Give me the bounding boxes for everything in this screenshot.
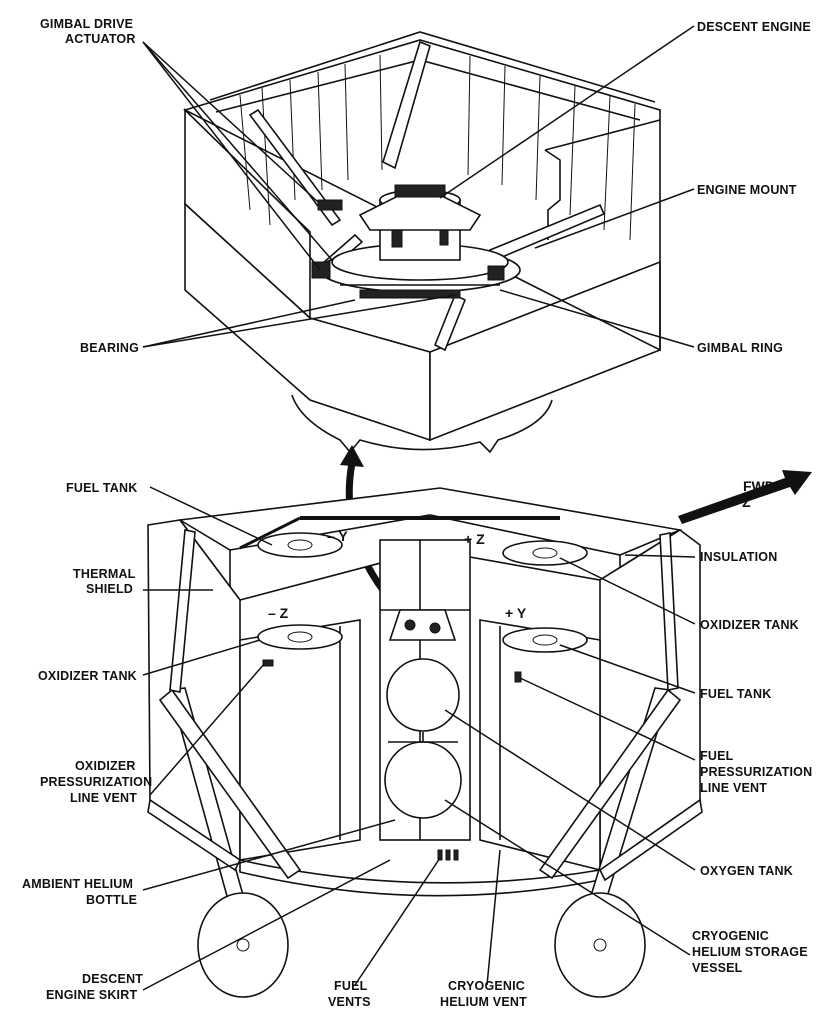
label-ambient-helium-line1: AMBIENT HELIUM xyxy=(22,877,133,891)
label-thermal-shield-line1: THERMAL xyxy=(73,567,136,581)
label-cryo-vent-line1: CRYOGENIC xyxy=(448,979,525,993)
label-oxidizer-vent: OXIDIZER PRESSURIZATION LINE VENT xyxy=(40,759,156,805)
label-oxygen-tank: OXYGEN TANK xyxy=(700,864,793,878)
descent-engine-assembly xyxy=(311,184,521,299)
axis-minus-y: – Y xyxy=(327,528,348,544)
cryogenic-helium-sphere xyxy=(384,741,462,819)
label-thermal-shield-line2: SHIELD xyxy=(86,582,133,596)
label-gimbal-ring: GIMBAL RING xyxy=(697,341,783,355)
engine-compartment-box xyxy=(182,31,661,454)
descent-stage-structure xyxy=(147,487,703,998)
label-fuel-vents-line1: FUEL xyxy=(334,979,368,993)
label-engine-skirt: DESCENT ENGINE SKIRT xyxy=(46,972,147,1002)
label-fuel-vent-line2: PRESSURIZATION xyxy=(700,765,812,779)
label-cryo-vent-line2: HELIUM VENT xyxy=(440,995,527,1009)
label-fuel-vents: FUEL VENTS xyxy=(328,979,371,1009)
label-fuel-vents-line2: VENTS xyxy=(328,995,371,1009)
label-ambient-helium-line2: BOTTLE xyxy=(86,893,137,907)
label-gimbal-drive-actuator: GIMBAL DRIVE ACTUATOR xyxy=(40,17,137,46)
engine-compartment-skirt xyxy=(291,394,553,454)
right-footpad xyxy=(554,892,646,998)
label-insulation: INSULATION xyxy=(700,550,777,564)
label-cryo-vent: CRYOGENIC HELIUM VENT xyxy=(440,979,529,1009)
engine-mount-struts xyxy=(248,40,606,352)
label-gimbal-drive-actuator-line2: ACTUATOR xyxy=(65,32,136,46)
tanks xyxy=(257,532,588,861)
oxygen-tank-sphere xyxy=(386,658,460,732)
label-cryo-storage-line3: VESSEL xyxy=(692,961,743,975)
label-fwd: FWD xyxy=(743,478,775,494)
label-cryo-storage-line2: HELIUM STORAGE xyxy=(692,945,808,959)
label-oxidizer-vent-line3: LINE VENT xyxy=(70,791,137,805)
label-cryo-storage: CRYOGENIC HELIUM STORAGE VESSEL xyxy=(692,929,811,975)
axis-plus-y: + Y xyxy=(505,605,527,621)
label-engine-mount: ENGINE MOUNT xyxy=(697,183,797,197)
label-gimbal-drive-actuator-line1: GIMBAL DRIVE xyxy=(40,17,133,31)
label-fuel-tank-left: FUEL TANK xyxy=(66,481,137,495)
label-cryo-storage-line1: CRYOGENIC xyxy=(692,929,769,943)
label-fuel-vent: FUEL PRESSURIZATION LINE VENT xyxy=(700,749,816,795)
label-ambient-helium: AMBIENT HELIUM BOTTLE xyxy=(22,877,137,907)
label-thermal-shield: THERMAL SHIELD xyxy=(73,567,139,596)
axis-plus-z: + Z xyxy=(464,531,485,547)
label-engine-skirt-line2: ENGINE SKIRT xyxy=(46,988,137,1002)
label-fwd-plus-z: + Z xyxy=(730,494,751,510)
label-descent-engine: DESCENT ENGINE xyxy=(697,20,811,34)
label-oxidizer-vent-line1: OXIDIZER xyxy=(75,759,136,773)
label-oxidizer-tank-right: OXIDIZER TANK xyxy=(700,618,799,632)
label-fuel-vent-line1: FUEL xyxy=(700,749,734,763)
label-bearing: BEARING xyxy=(80,341,139,355)
left-footpad xyxy=(197,892,289,998)
label-fuel-vent-line3: LINE VENT xyxy=(700,781,767,795)
label-oxidizer-vent-line2: PRESSURIZATION xyxy=(40,775,152,789)
lower-leaders xyxy=(142,486,696,991)
upper-leaders xyxy=(142,25,695,348)
fwd-arrow xyxy=(678,470,812,524)
label-oxidizer-tank-left: OXIDIZER TANK xyxy=(38,669,137,683)
label-engine-skirt-line1: DESCENT xyxy=(82,972,143,986)
label-fuel-tank-right: FUEL TANK xyxy=(700,687,771,701)
axis-minus-z: – Z xyxy=(268,605,289,621)
